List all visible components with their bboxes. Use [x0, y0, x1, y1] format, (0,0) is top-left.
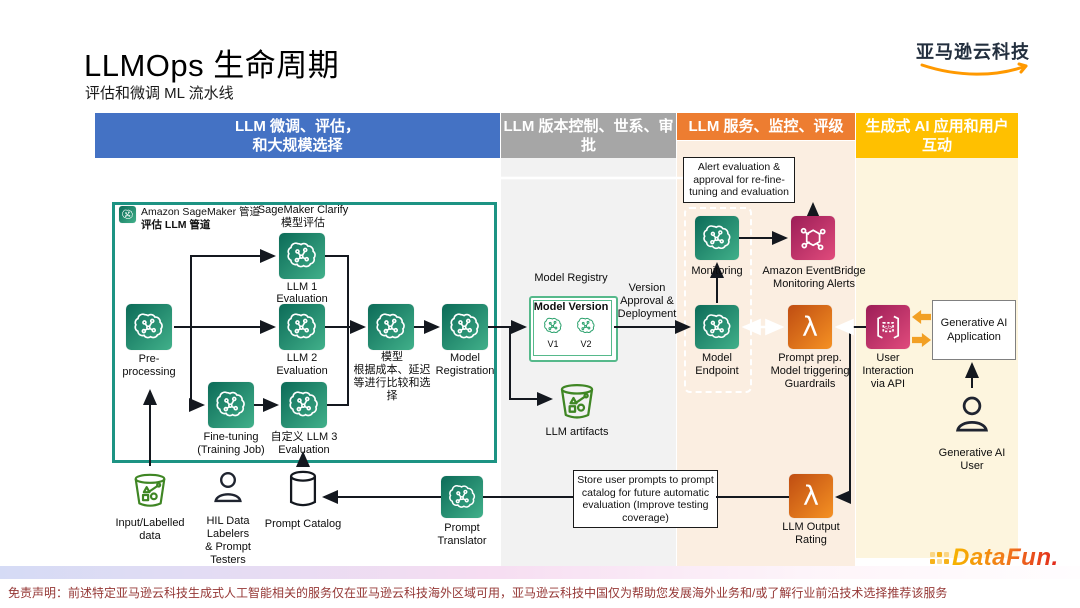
- llm1-label: LLM 1 Evaluation: [276, 281, 328, 305]
- aws-smile-icon: [920, 62, 1028, 76]
- user-interaction-label: User Interaction via API: [862, 352, 914, 390]
- input-data-bucket-icon: [130, 468, 170, 512]
- section-header-finetune-label: LLM 微调、评估， 和大规模选择: [235, 117, 360, 154]
- datafun-pixels-icon: [930, 552, 949, 564]
- llm2-label: LLM 2 Evaluation: [276, 352, 328, 377]
- finetuning-label: Fine-tuning (Training Job): [197, 431, 265, 456]
- section-header-finetune: LLM 微调、评估， 和大规模选择: [95, 113, 500, 158]
- pipeline-header-subtitle: 评估 LLM 管道: [141, 219, 211, 231]
- pipeline-header-title: Amazon SageMaker 管道: [141, 206, 261, 218]
- llm3-label: 自定义 LLM 3 Evaluation: [270, 431, 338, 456]
- hil-label: HIL Data Labelers & Prompt Testers: [205, 515, 251, 566]
- model-endpoint-label: Model Endpoint: [695, 352, 739, 377]
- input-data-label: Input/Labelled data: [115, 517, 185, 542]
- prompt-translator-label: Prompt Translator: [437, 522, 487, 547]
- model-registration-label: Model Registration: [435, 352, 495, 377]
- model-registry-box: [529, 296, 618, 362]
- hil-person-icon: [209, 464, 247, 510]
- clarify-label: SageMaker Clarify 模型评估: [257, 204, 349, 229]
- prompt-prep-lambda-icon: λ: [788, 305, 832, 349]
- prompt-translator-icon: [441, 476, 483, 518]
- section-header-version: LLM 版本控制、世系、审 批: [501, 113, 676, 158]
- eventbridge-icon: [791, 216, 835, 260]
- llm-artifacts-bucket-icon: [556, 379, 598, 423]
- lambda-glyph: λ: [802, 311, 818, 343]
- lambda-glyph: λ: [803, 480, 819, 512]
- store-note-text: Store user prompts to prompt catalog for…: [577, 474, 714, 524]
- model-registry-label: Model Registry: [534, 272, 608, 284]
- datafun-logo-text: DataFun.: [952, 544, 1059, 571]
- version-approval-label: Version Approval & Deployment: [617, 282, 677, 320]
- endpoint-monitoring-dashed-box: [684, 207, 752, 393]
- llm3-evaluation-icon: [281, 382, 327, 428]
- llm-output-rating-label: LLM Output Rating: [782, 521, 840, 546]
- preprocessing-icon: [126, 304, 172, 350]
- sagemaker-pipeline-icon: [119, 206, 136, 223]
- bottom-gradient-band: [0, 566, 1080, 579]
- model-compare-label: 模型 根据成本、延迟 等进行比较和选 择: [353, 351, 431, 402]
- llm-output-rating-lambda-icon: λ: [789, 474, 833, 518]
- section-header-serve-label: LLM 服务、监控、评级: [688, 118, 844, 135]
- aws-logo-text: 亚马逊云科技: [916, 42, 1030, 62]
- model-compare-icon: [368, 304, 414, 350]
- alert-note-box: Alert evaluation & approval for re-fine-…: [683, 157, 795, 203]
- user-interaction-api-icon: [866, 305, 910, 349]
- section-header-version-label: LLM 版本控制、世系、审 批: [503, 117, 674, 154]
- prompt-catalog-label: Prompt Catalog: [264, 518, 342, 530]
- genai-app-label: Generative AI Application: [940, 317, 1008, 343]
- llm2-evaluation-icon: [279, 304, 325, 350]
- section-header-app-label: 生成式 AI 应用和用户 互动: [865, 117, 1009, 154]
- model-endpoint-icon: [695, 305, 739, 349]
- v2-label: V2: [580, 339, 592, 349]
- page-title: LLMOps 生命周期: [84, 48, 340, 83]
- page-subtitle: 评估和微调 ML 流水线: [85, 85, 234, 102]
- preprocessing-label: Pre- processing: [122, 353, 176, 378]
- model-version-label: Model Version: [533, 301, 609, 313]
- model-registration-icon: [442, 304, 488, 350]
- llm-artifacts-label: LLM artifacts: [545, 426, 609, 438]
- model-version-box: [533, 300, 612, 356]
- llm1-evaluation-icon: [279, 233, 325, 279]
- monitoring-icon: [695, 216, 739, 260]
- section-header-serve: LLM 服务、监控、评级: [677, 113, 855, 140]
- monitoring-label: Monitoring: [691, 265, 743, 277]
- finetuning-icon: [208, 382, 254, 428]
- disclaimer-text: 免责声明：前述特定亚马逊云科技生成式人工智能相关的服务仅在亚马逊云科技海外区域可…: [8, 586, 948, 600]
- genai-user-person-icon: [950, 388, 994, 440]
- prompt-prep-label: Prompt prep. Model triggering Guardrails: [770, 352, 850, 390]
- v1-label: V1: [547, 339, 559, 349]
- datafun-logo: DataFun.: [930, 544, 1059, 572]
- eventbridge-label: Amazon EventBridge Monitoring Alerts: [762, 265, 866, 290]
- section-header-app: 生成式 AI 应用和用户 互动: [856, 113, 1018, 158]
- alert-note-text: Alert evaluation & approval for re-fine-…: [689, 161, 789, 199]
- prompt-catalog-cylinder-icon: [286, 466, 320, 512]
- genai-user-label: Generative AI User: [938, 447, 1006, 472]
- genai-app-box: Generative AI Application: [932, 300, 1016, 360]
- store-note-box: Store user prompts to prompt catalog for…: [573, 470, 718, 528]
